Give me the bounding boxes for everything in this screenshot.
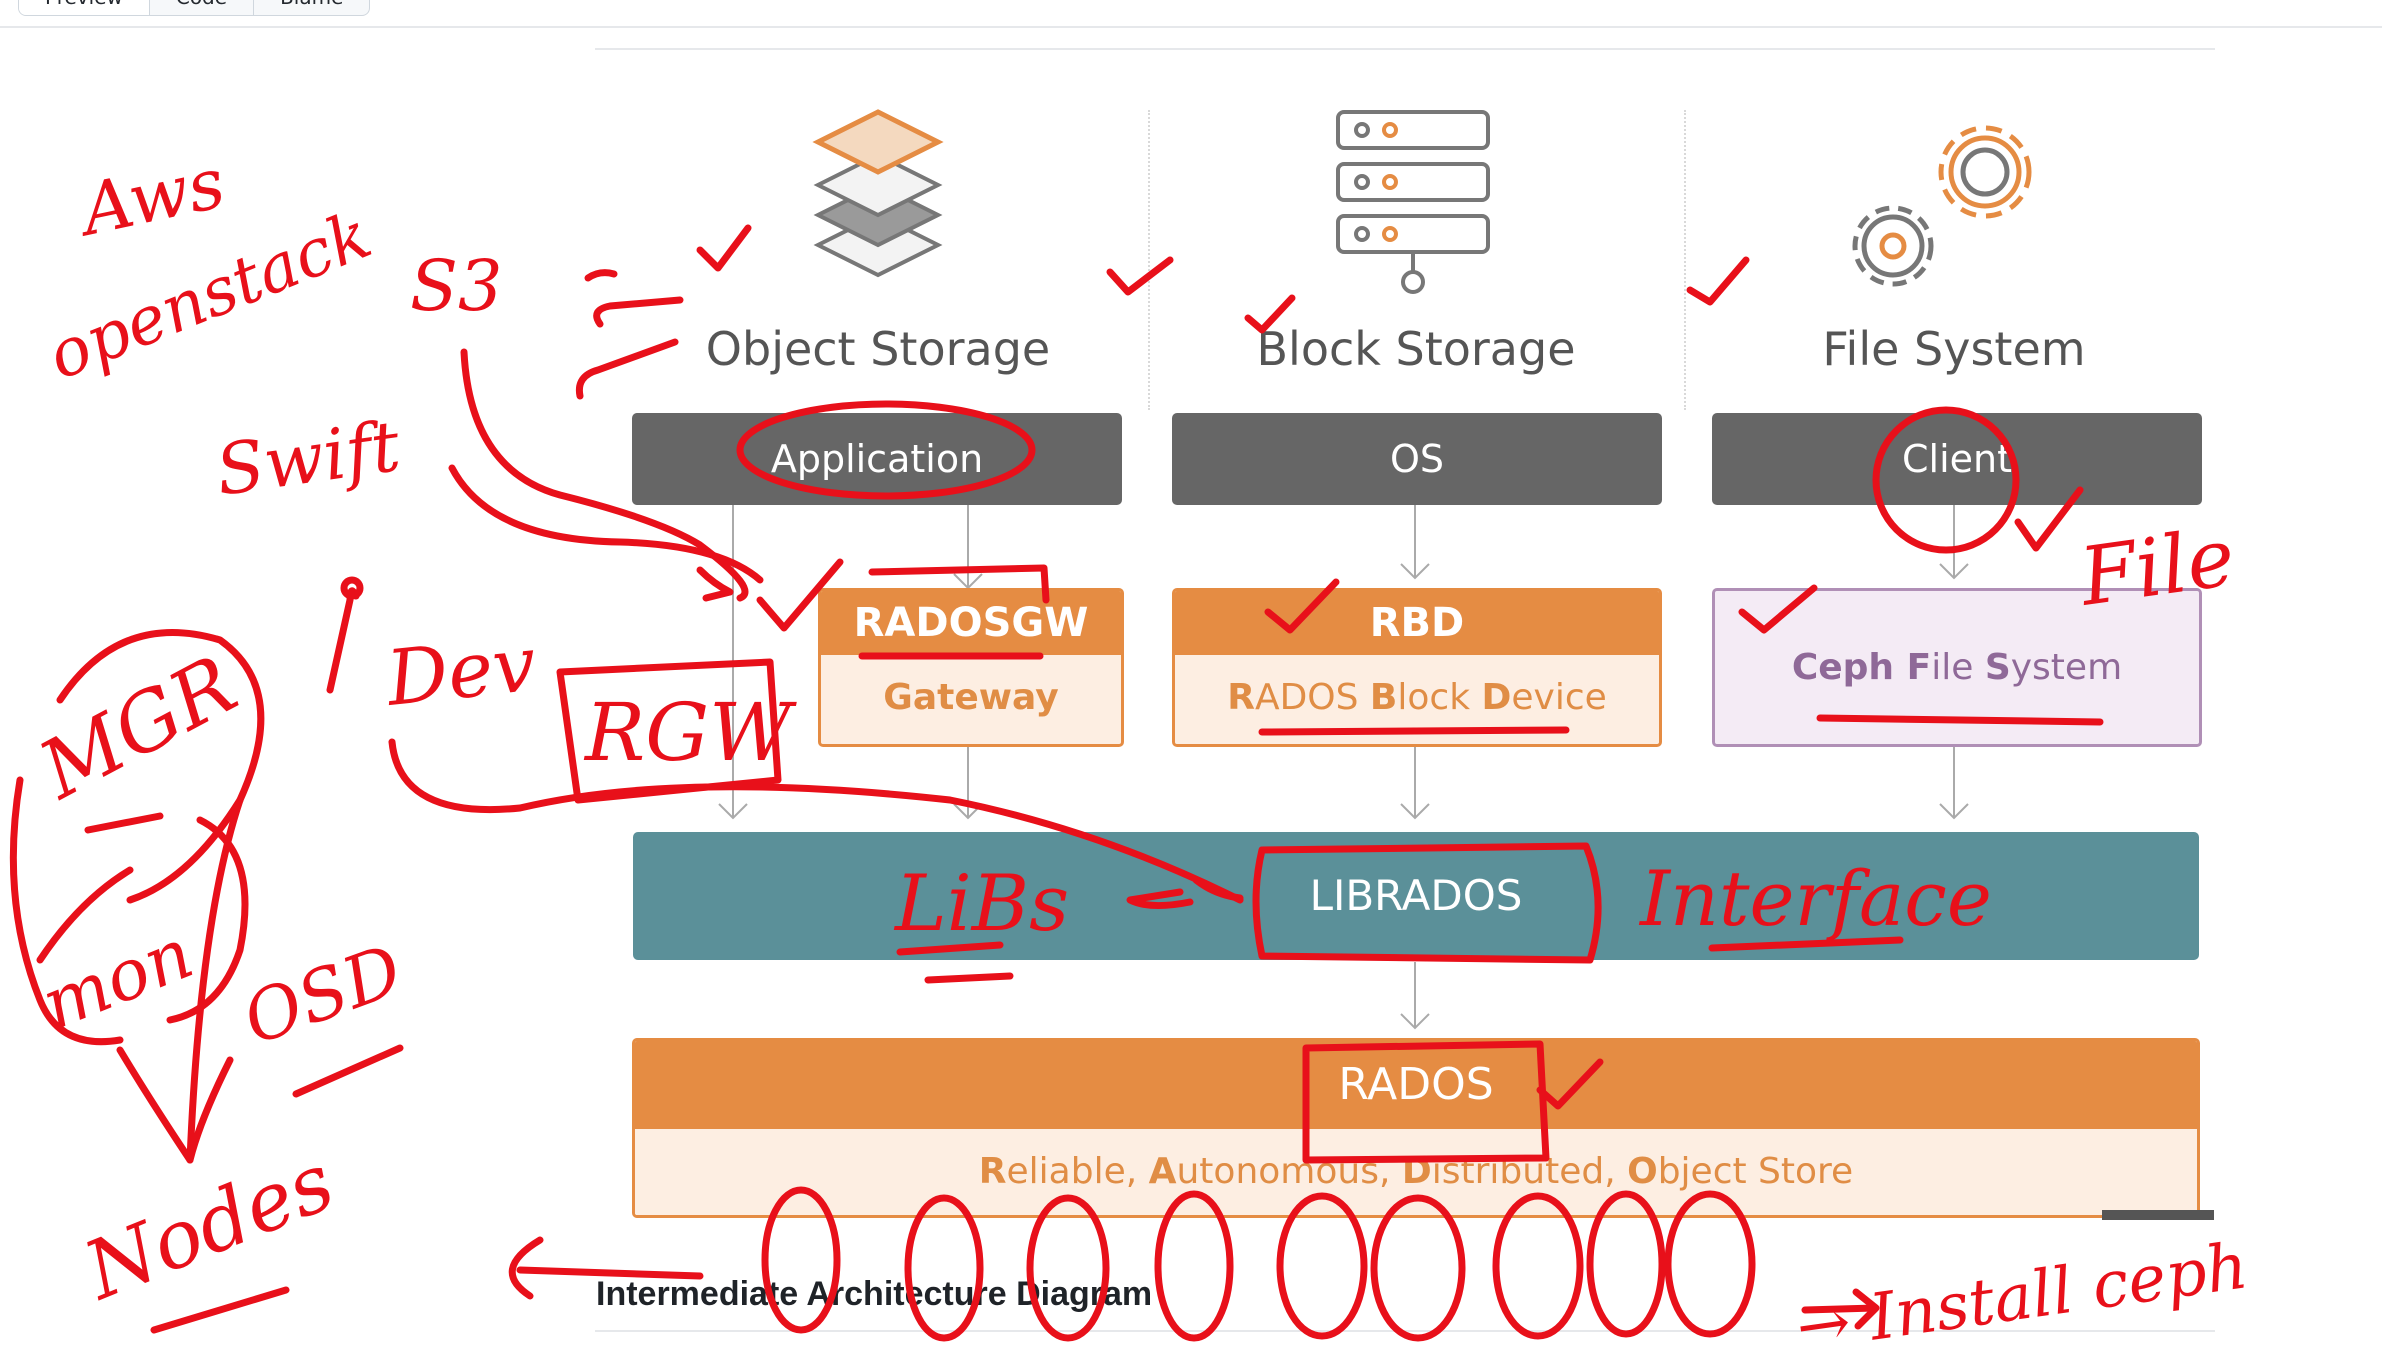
object-storage-title: Object Storage (705, 322, 1051, 376)
radosgw-box: RADOSGW Gateway (818, 588, 1124, 747)
os-box: OS (1172, 413, 1662, 505)
annotation-dev: Dev (381, 619, 540, 723)
librados-bar: LIBRADOS (633, 832, 2199, 960)
annotation-file: File (2073, 510, 2240, 624)
annotation-swift: Swift (211, 405, 406, 512)
gears-icon (1852, 125, 2032, 287)
diagram-caption: Intermediate Architecture Diagram (596, 1275, 1153, 1313)
annotation-osd: OSD (233, 929, 413, 1061)
annotation-rgw: RGW (583, 686, 797, 779)
tab-code[interactable]: Code (150, 0, 255, 15)
layers-icon (812, 109, 944, 278)
caption-divider (595, 1330, 2215, 1332)
rbd-label: RBD (1175, 591, 1659, 655)
top-divider (0, 26, 2382, 28)
application-box: Application (632, 413, 1122, 505)
rbd-box: RBD RADOS Block Device (1172, 588, 1662, 747)
annotation-strokes (9, 224, 2104, 1342)
block-storage-title: Block Storage (1256, 322, 1576, 376)
annotation-libs: LiBs (893, 859, 1069, 949)
radosgw-label: RADOSGW (821, 591, 1121, 655)
rados-block-device-label: RADOS Block Device (1227, 677, 1607, 718)
rados-label: RADOS (635, 1041, 2197, 1129)
annotation-interface: Interface (1638, 854, 1992, 943)
tab-preview[interactable]: Preview (19, 0, 150, 15)
client-box: Client (1712, 413, 2202, 505)
tab-blame[interactable]: Blame (254, 0, 369, 15)
file-system-title: File System (1822, 322, 2086, 376)
gateway-label: Gateway (883, 677, 1059, 718)
scroll-thumb[interactable] (2102, 1210, 2214, 1220)
annotation-aws: Aws (69, 142, 232, 253)
column-separator (1684, 110, 1686, 410)
view-tab-bar: Preview Code Blame (18, 0, 371, 16)
annotation-mgr: MGR (23, 638, 250, 818)
server-icon (1336, 110, 1490, 294)
column-separator (1148, 110, 1150, 410)
annotation-s3: S3 (410, 245, 503, 327)
section-divider (595, 48, 2215, 50)
annotation-nodes: Nodes (70, 1135, 346, 1319)
